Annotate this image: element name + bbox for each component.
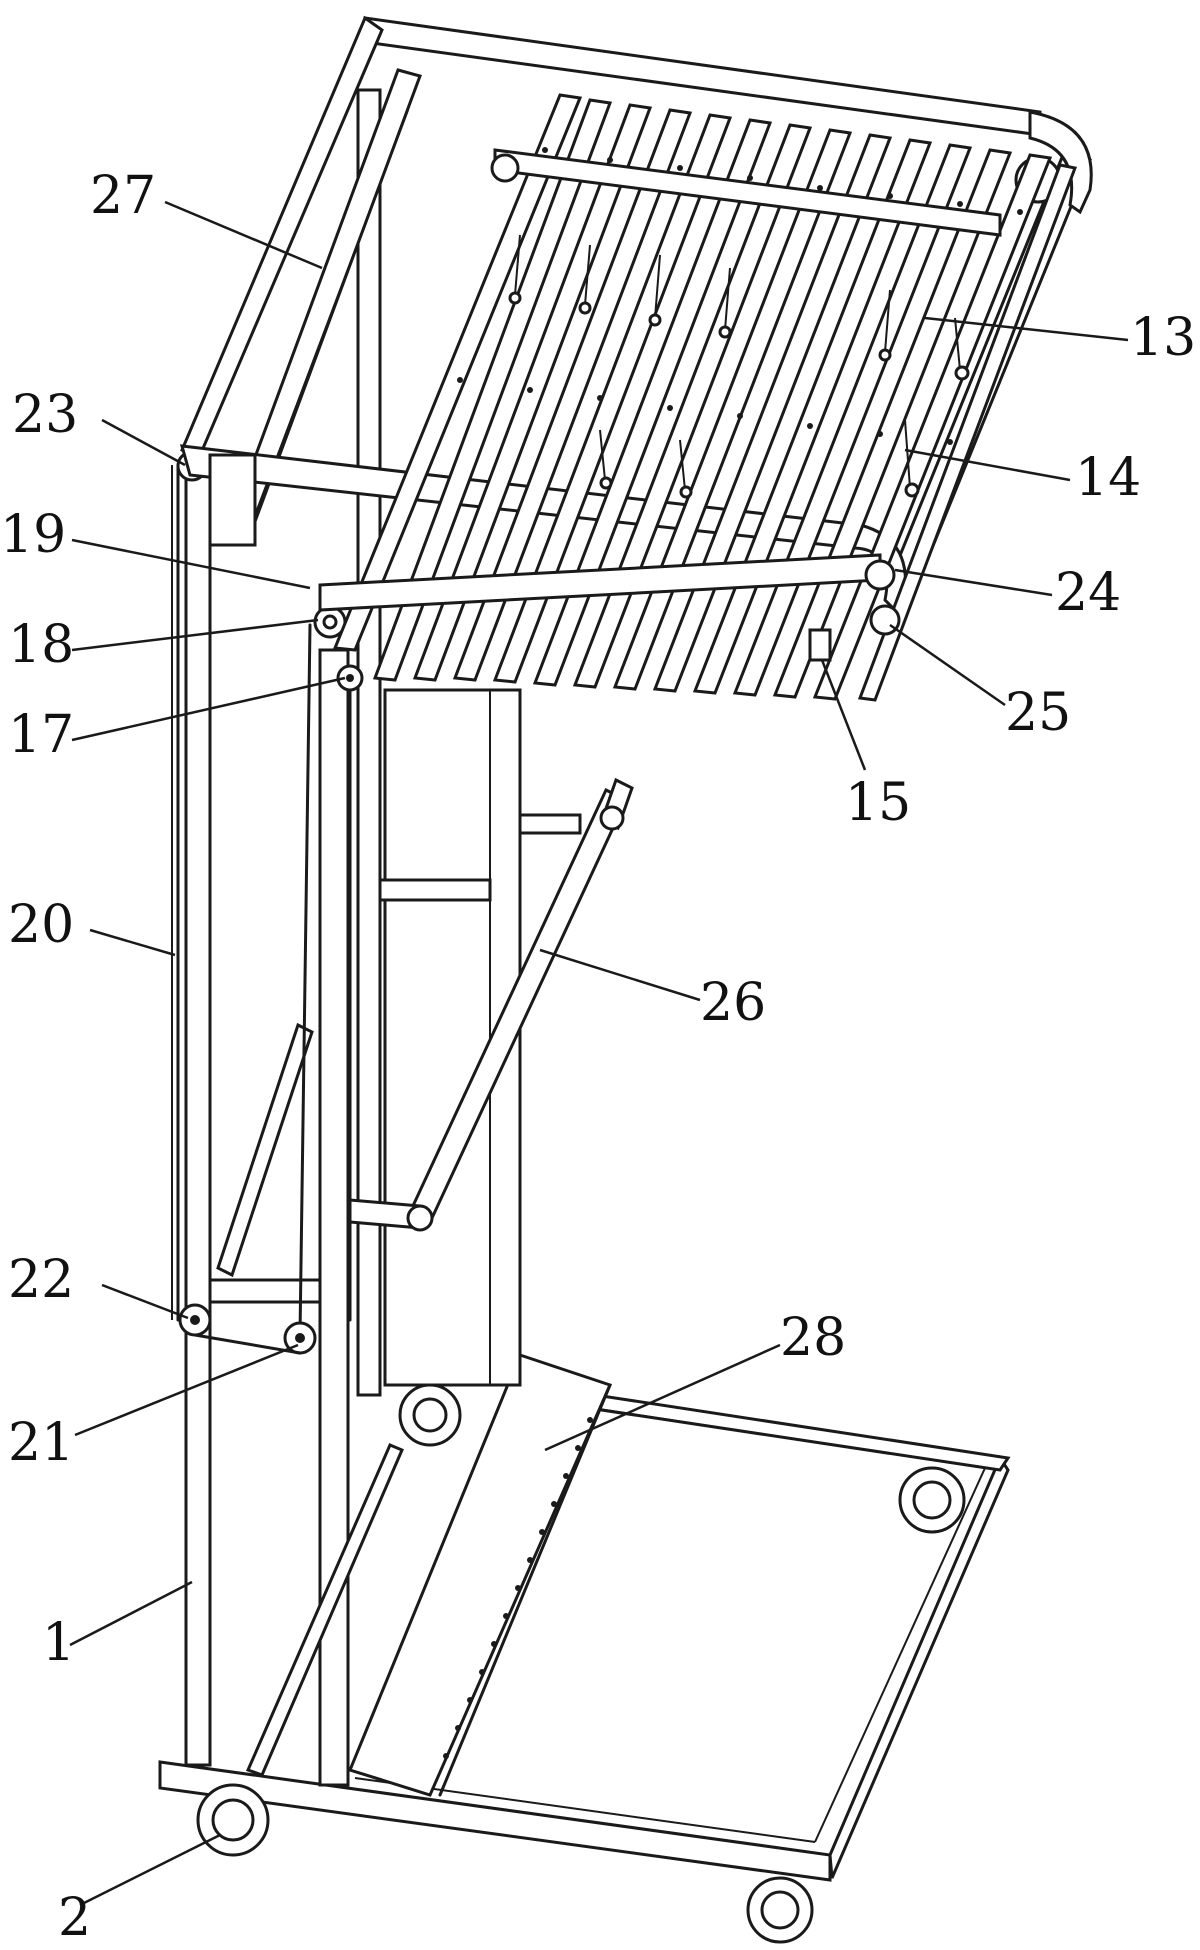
label-23: 23 (12, 385, 78, 445)
hook-rods (508, 234, 970, 499)
label-18: 18 (8, 615, 74, 675)
caster-rear-right (898, 1466, 966, 1534)
chute-plate (347, 1353, 613, 1797)
conveyor-slats (332, 93, 1078, 702)
label-26: 27 (90, 166, 156, 226)
label-19: 19 (0, 505, 66, 565)
caster-front-right (746, 1876, 814, 1944)
upper-cross-beam (518, 813, 582, 835)
label-24: 24 (1055, 563, 1121, 623)
lower-cross-beam (208, 1278, 322, 1304)
mid-cross-beam (378, 878, 492, 902)
label-27: 26 (700, 973, 766, 1033)
side-bracket (208, 453, 257, 547)
label-20: 20 (8, 895, 74, 955)
diagonal-brace (216, 1022, 314, 1278)
label-17: 17 (8, 705, 74, 765)
label-22: 22 (8, 1250, 74, 1310)
label-13: 13 (1130, 308, 1196, 368)
label-1: 1 (42, 1613, 75, 1673)
hydraulic-cylinder (348, 777, 634, 1232)
label-21: 21 (8, 1413, 74, 1473)
sprocket-17 (336, 664, 364, 692)
leader-lines (69, 200, 1129, 1907)
slat-holes (457, 147, 1023, 445)
chute-holes (443, 1417, 593, 1759)
label-14: 14 (1075, 448, 1141, 508)
lift-chain (171, 463, 352, 1337)
lower-diagonal-brace (245, 1443, 404, 1777)
caster-front-left (196, 1783, 270, 1857)
base-frame (158, 1383, 1011, 1882)
left-front-upright (184, 458, 212, 1767)
sprocket-22 (178, 1303, 212, 1337)
lower-carriage-bar (318, 553, 901, 662)
label-28: 28 (780, 1308, 846, 1368)
label-25: 25 (1005, 683, 1071, 743)
top-frame (179, 15, 1093, 613)
label-2: 2 (58, 1888, 91, 1948)
rear-upright-left (356, 88, 382, 1397)
caster-rear-left (398, 1383, 462, 1447)
label-15: 15 (845, 773, 911, 833)
rear-lower-roller (490, 153, 520, 183)
